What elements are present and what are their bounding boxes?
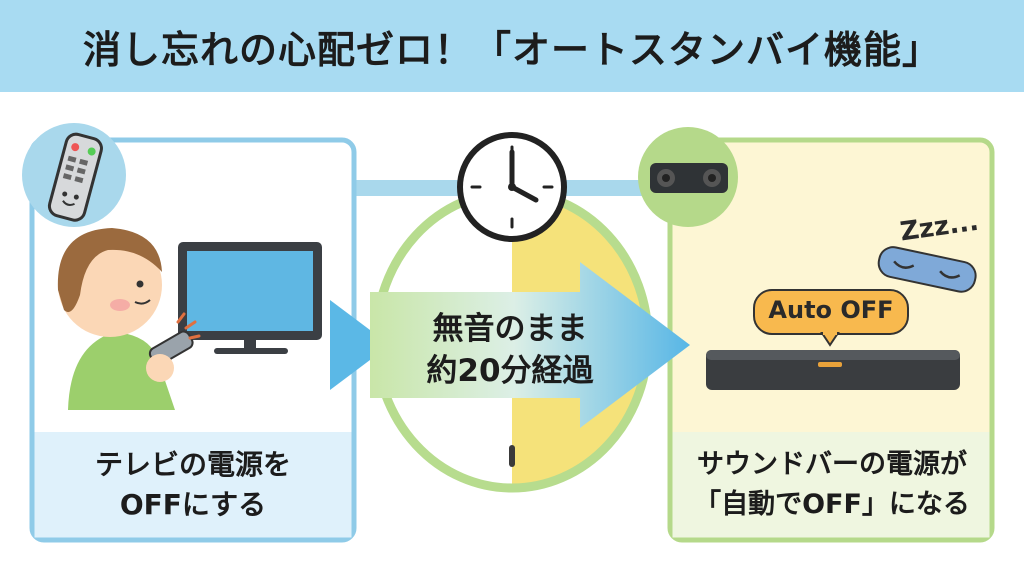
auto-off-bubble [753,289,909,347]
step2-line2: 約20分経過 [426,353,594,389]
sleep-mask-icon [877,246,977,293]
soundbar-badge-icon [638,127,738,227]
step1-label: テレビの電源を OFFにする [32,445,354,525]
soundbar-icon [706,350,960,390]
page-title: 消し忘れの心配ゼロ！「オートスタンバイ機能」 [82,27,941,72]
step2-line1: 無音のまま [432,311,588,347]
person-illustration [57,228,201,410]
step1-line2: OFFにする [119,488,267,521]
clock-icon [457,132,567,242]
step3-label: サウンドバーの電源が 「自動でOFF」になる [672,445,992,525]
step3-line2: 「自動でOFF」になる [694,489,970,520]
step2-label: 無音のまま 約20分経過 [400,308,620,392]
tv-icon [178,242,322,354]
left-arrow [330,300,390,390]
main-arrow [370,262,690,428]
step1-line1: テレビの電源を [94,448,291,481]
step3-line1: サウンドバーの電源が [697,449,967,480]
remote-icon [22,123,126,227]
auto-off-label: Auto OFF [768,296,894,324]
header-banner: 消し忘れの心配ゼロ！「オートスタンバイ機能」 [0,0,1024,92]
